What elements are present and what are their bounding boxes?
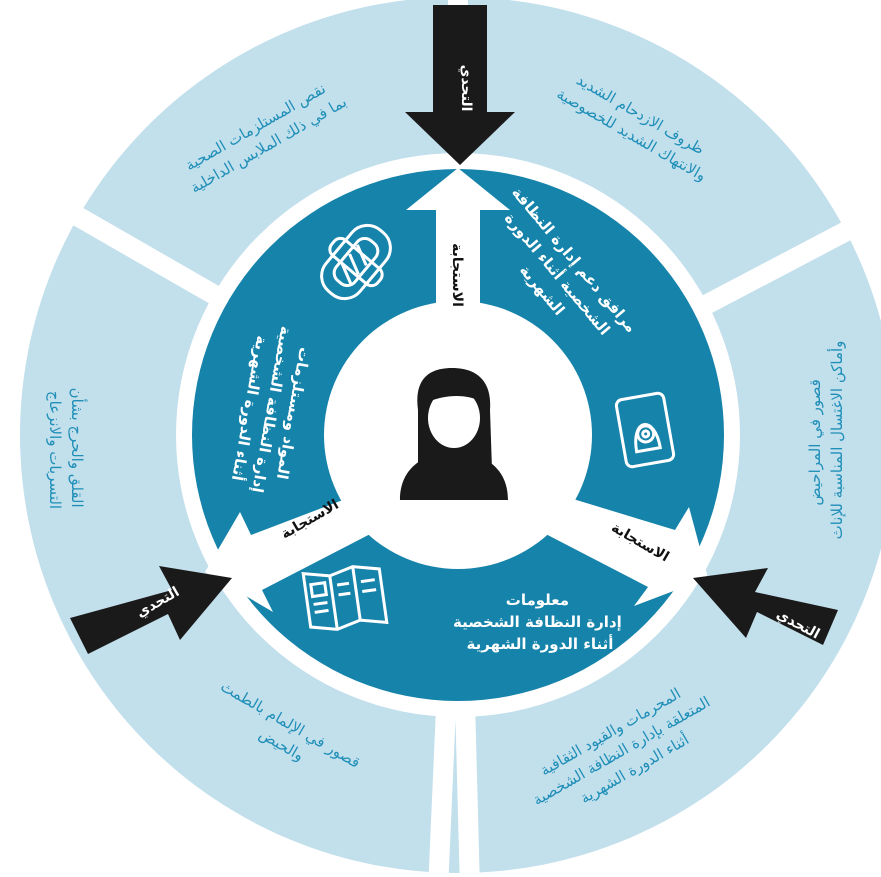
response-arrow-left bbox=[205, 495, 378, 612]
challenge-arrow-left bbox=[70, 566, 232, 654]
outer-text-2: قصور في المراحيض وأماكن الاغتسال المناسب… bbox=[806, 341, 846, 540]
leaflet-image bbox=[309, 580, 329, 599]
leaflet-line-2 bbox=[314, 608, 329, 614]
washroom-drain-outer bbox=[636, 424, 656, 444]
woman-face bbox=[428, 388, 480, 448]
woman-body bbox=[400, 452, 508, 500]
pad-stripe-2 bbox=[348, 253, 360, 276]
inner-text-3: معلومات إدارة النظافة الشخصية أثناء الدو… bbox=[453, 591, 627, 653]
woman-icon bbox=[400, 368, 508, 500]
leaflet-outline bbox=[301, 565, 389, 631]
washroom-icon bbox=[614, 391, 676, 469]
leaflet-icon bbox=[301, 565, 389, 631]
pad-stripe-3 bbox=[340, 262, 353, 285]
response-arrow-right bbox=[538, 495, 708, 606]
washroom-outline bbox=[614, 391, 676, 469]
leaflet-fold-2 bbox=[351, 566, 362, 621]
challenge-label-top: التحدي bbox=[457, 65, 474, 112]
woman-bangs bbox=[428, 386, 482, 402]
response-arrows bbox=[205, 168, 708, 612]
challenge-arrows bbox=[70, 5, 838, 654]
outer-text-5-line-1: التسربات والانزعاج bbox=[45, 391, 64, 509]
inner-text-3-line-0: معلومات bbox=[506, 591, 569, 609]
pad-wing bbox=[328, 236, 384, 288]
pad-inner bbox=[332, 236, 380, 288]
leaflet-line-5 bbox=[360, 578, 375, 584]
leaflet-line-4 bbox=[338, 591, 351, 597]
inner-text-3-line-1: إدارة النظافة الشخصية bbox=[453, 613, 622, 631]
challenge-arrow-top bbox=[405, 5, 515, 165]
leaflet-line-1 bbox=[313, 601, 328, 606]
leaflet-fold-1 bbox=[328, 575, 339, 630]
leaflet-line-3 bbox=[336, 581, 350, 587]
sanitary-pad-icon bbox=[320, 223, 392, 301]
response-arrow-top bbox=[406, 168, 510, 325]
outer-text-2-line-1: وأماكن الاغتسال المناسبة للإناث bbox=[827, 341, 846, 540]
washroom-drain-inner bbox=[641, 429, 651, 439]
pad-outline bbox=[320, 223, 392, 301]
outer-text-5: القلق والحرج بشأن التسربات والانزعاج bbox=[45, 388, 88, 513]
outer-text-2-line-0: قصور في المراحيض bbox=[806, 379, 825, 505]
challenge-arrow-right bbox=[693, 568, 838, 645]
inner-text-3-line-2: أثناء الدورة الشهرية bbox=[467, 634, 614, 653]
response-label-top: الاستجابة bbox=[449, 243, 465, 307]
leaflet-line-6 bbox=[362, 588, 377, 594]
outer-text-5-line-0: القلق والحرج بشأن bbox=[67, 388, 88, 508]
